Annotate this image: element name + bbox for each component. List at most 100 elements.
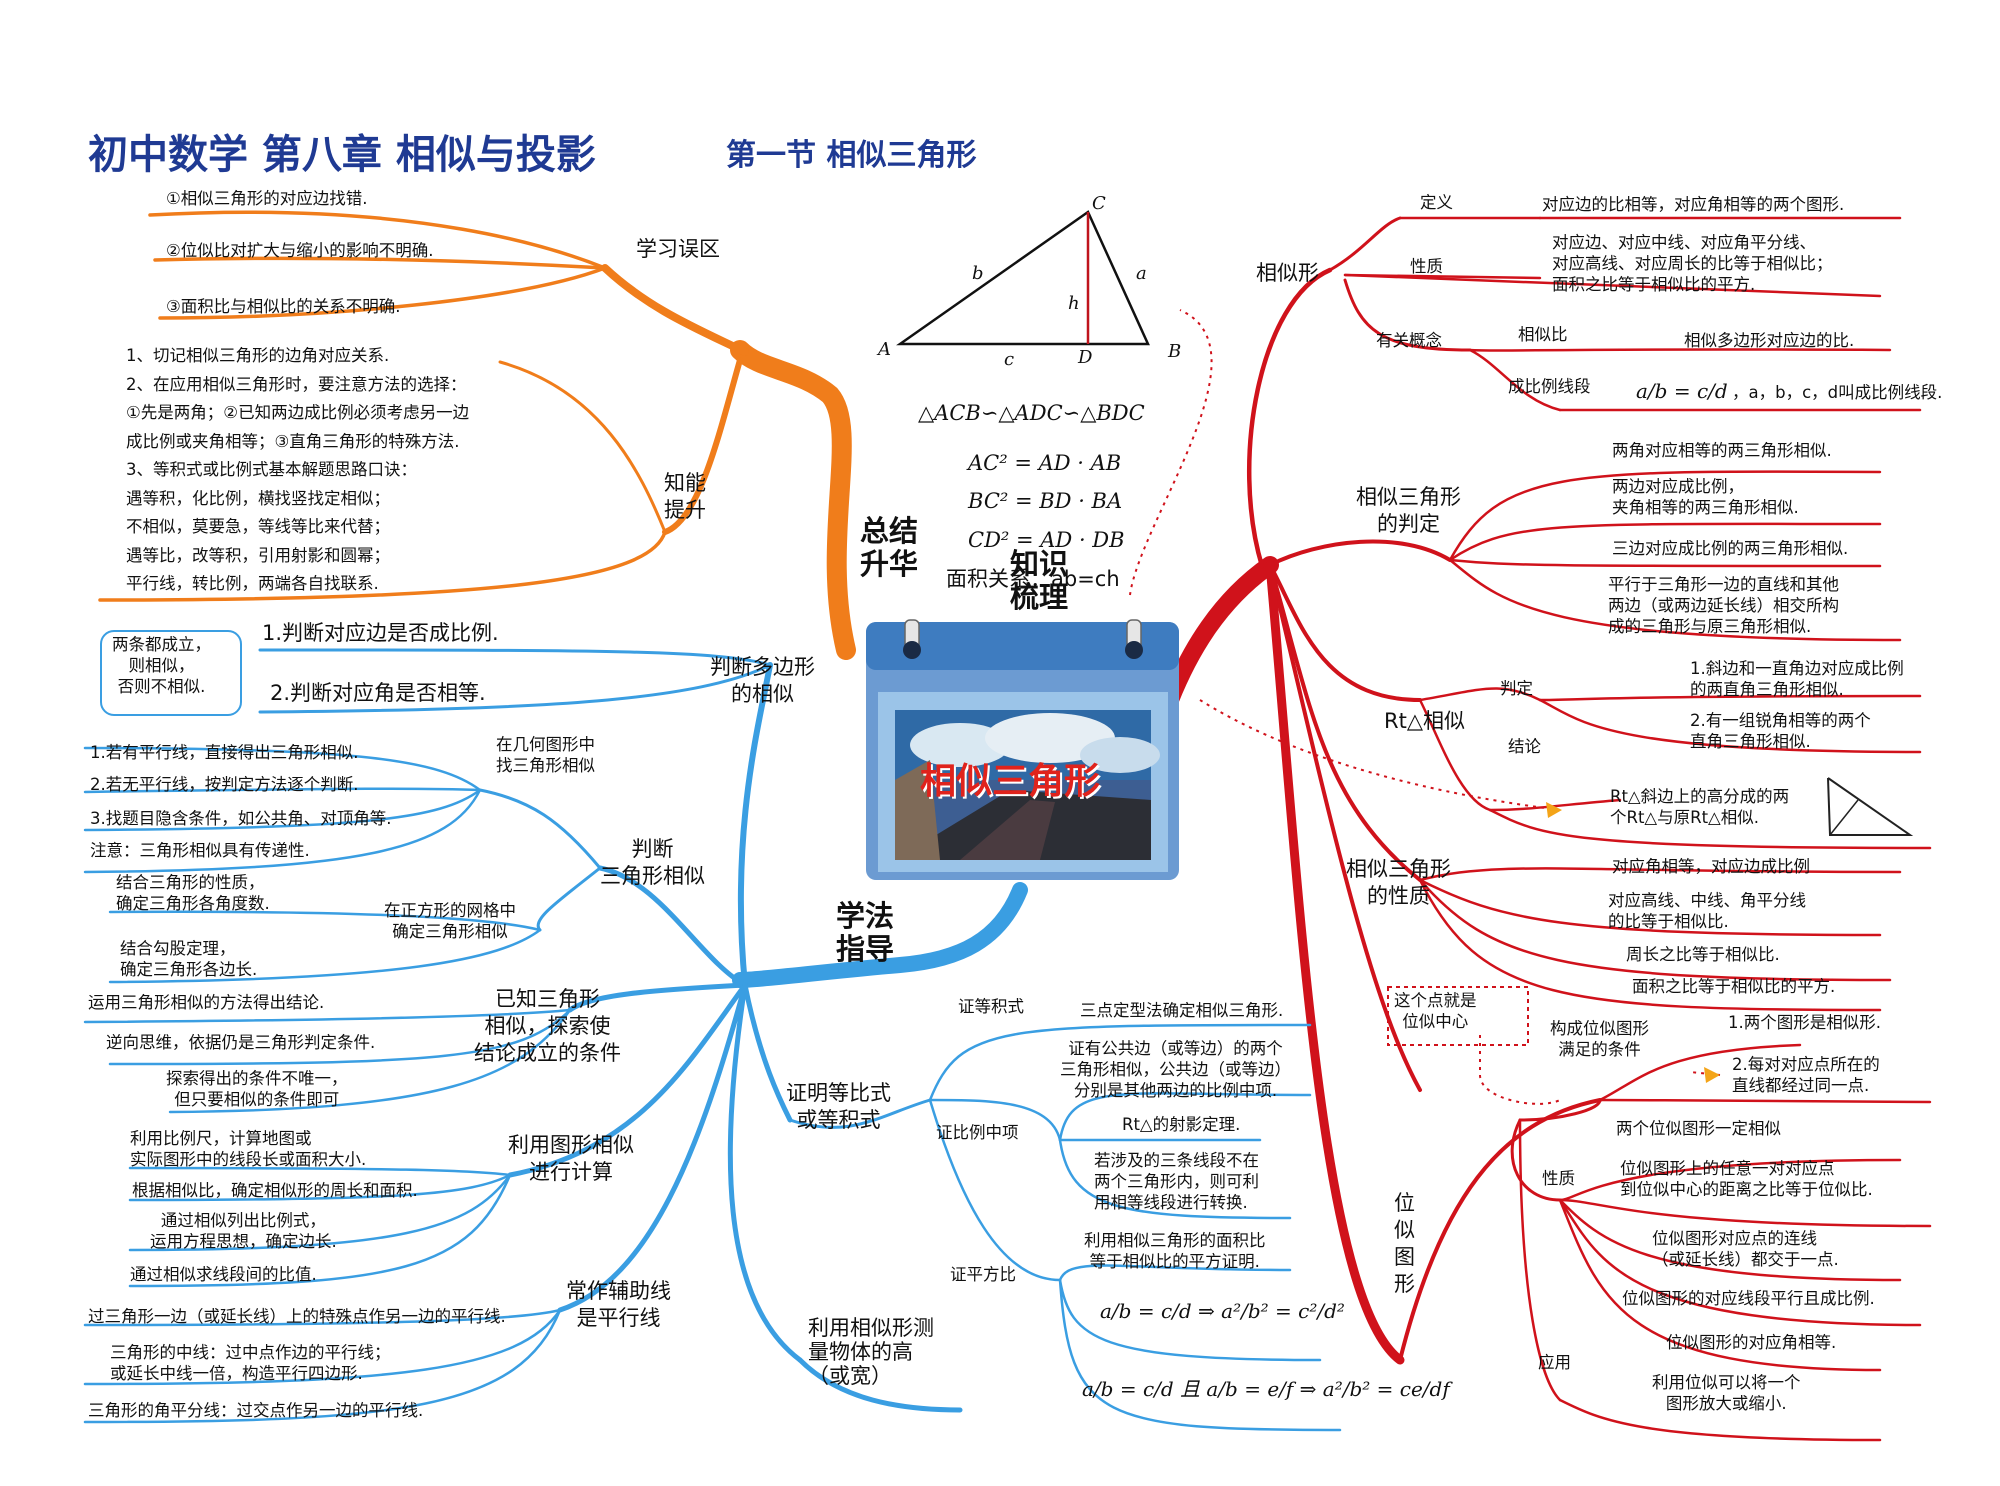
- weisi-label: 位 似 图 形: [1394, 1191, 1415, 1296]
- yizhi-label: 已知三角形 相似，探索使 结论成立的条件: [474, 987, 621, 1065]
- wangge-label: 在正方形的网格中 确定三角形相似: [384, 901, 516, 941]
- jisuan-item-3: 通过相似列出比例式， 运用方程思想，确定边长.: [150, 1211, 337, 1251]
- xingzhi2-item-3: 周长之比等于相似比.: [1626, 945, 1780, 964]
- panduan-label: 判断 三角形相似: [600, 837, 705, 888]
- zhineng-text: 1、切记相似三角形的边角对应关系. 2、在应用相似三角形时，要注意方法的选择： …: [126, 346, 470, 593]
- xingzhi2-item-1: 对应角相等，对应边成比例: [1612, 857, 1810, 876]
- xingzhi-text-1: 对应边、对应中线、对应角平分线、 对应高线、对应周长的比等于相似比； 面积之比等…: [1552, 233, 1833, 294]
- weisi-x-2: 位似图形上的任意一对对应点 到位似中心的距离之比等于位似比.: [1620, 1159, 1873, 1199]
- fig-label-d-vertex: D: [1078, 347, 1093, 368]
- xingzhi2-item-2: 对应高线、中线、角平分线 的比等于相似比.: [1608, 891, 1806, 931]
- panding-item-2: 两边对应成比例， 夹角相等的两三角形相似.: [1612, 477, 1799, 517]
- dengji-text: 三点定型法确定相似三角形.: [1080, 1001, 1284, 1020]
- zhengming-label: 证明等比式 或等积式: [786, 1081, 891, 1132]
- weisi-note: 这个点就是 位似中心: [1394, 991, 1477, 1031]
- hub-xuefa: 学法 指导: [836, 899, 895, 966]
- jisuan-label: 利用图形相似 进行计算: [508, 1133, 634, 1184]
- fraction-pf-2: a/b = c/d 且 a/b = e/f ⇒ a²/b² = ce/df: [1082, 1377, 1450, 1401]
- panding-item-1: 两角对应相等的两三角形相似.: [1612, 441, 1832, 460]
- zhao-item-1: 1.若有平行线，直接得出三角形相似.: [90, 743, 359, 762]
- yingyong-label: 应用: [1538, 1353, 1571, 1372]
- fraction-a-b-c-d: a/b = c/d: [1636, 379, 1728, 403]
- xsb-label: 相似比: [1518, 325, 1568, 344]
- duobian-box-text: 两条都成立， 则相似， 否则不相似.: [112, 635, 211, 696]
- weisi-x-4: 位似图形的对应线段平行且成比例.: [1622, 1289, 1875, 1308]
- cblxd-text: ，a，b，c，d叫成比例线段.: [1732, 383, 1943, 402]
- bilizhong-item-1: 证有公共边（或等边）的两个 三角形相似，公共边（或等边） 分别是其他两边的比例中…: [1060, 1039, 1291, 1100]
- xuexi-item-3: ③面积比与相似比的关系不明确.: [166, 297, 401, 316]
- fuzhu-label: 常作辅助线 是平行线: [566, 1279, 671, 1330]
- jisuan-item-4: 通过相似求线段间的比值.: [130, 1265, 317, 1284]
- yizhi-item-3: 探索得出的条件不唯一， 但只要相似的条件即可: [166, 1069, 348, 1109]
- xuexi-item-2: ②位似比对扩大与缩小的影响不明确.: [166, 241, 434, 260]
- goucheng-1: 1.两个图形是相似形.: [1728, 1013, 1881, 1032]
- youguan-label: 有关概念: [1376, 331, 1442, 350]
- duobian-item-1: 1.判断对应边是否成比例.: [262, 621, 499, 645]
- hub-label: 相似三角形: [920, 761, 1101, 802]
- duobian-box: [100, 630, 242, 716]
- formula-cd: CD² = AD · DB: [968, 528, 1125, 552]
- zhao-item-2: 2.若无平行线，按判定方法逐个判断.: [90, 775, 359, 794]
- weisi-x-3: 位似图形对应点的连线 （或延长线）都交于一点.: [1652, 1229, 1839, 1269]
- dingyi-label: 定义: [1420, 193, 1453, 212]
- rt-panding: 判定: [1500, 679, 1533, 698]
- bilizhong-item-3: 若涉及的三条线段不在 两个三角形内，则可利 用相等线段进行转换.: [1094, 1151, 1259, 1212]
- wangge-item-1: 结合三角形的性质， 确定三角形各角度数.: [116, 873, 270, 913]
- rt-label: Rt△相似: [1384, 709, 1465, 733]
- zhao-item-3: 3.找题目隐含条件，如公共角、对顶角等.: [90, 809, 392, 828]
- panding-label: 相似三角形 的判定: [1356, 485, 1461, 536]
- fig-label-c-vertex: C: [1092, 193, 1106, 214]
- fraction-pf-1: a/b = c/d ⇒ a²/b² = c²/d²: [1100, 1299, 1345, 1323]
- dingyi-text: 对应边的比相等，对应角相等的两个图形.: [1542, 195, 1845, 214]
- zhineng-label: 知能 提升: [664, 471, 706, 522]
- xingzhi-label-1: 性质: [1410, 257, 1443, 276]
- fig-label-a-side: a: [1136, 263, 1147, 284]
- pingfang-text: 利用相似三角形的面积比 等于相似比的平方证明.: [1084, 1231, 1266, 1271]
- fig-label-b-side: b: [972, 263, 984, 284]
- section-title: 第一节 相似三角形: [726, 138, 977, 173]
- weisi-x-5: 位似图形的对应角相等.: [1666, 1333, 1837, 1352]
- celiang-label: 利用相似形测 量物体的高 （或宽）: [808, 1316, 934, 1388]
- rt-panding-1: 1.斜边和一直角边对应成比例 的两直角三角形相似.: [1690, 659, 1904, 699]
- pingfang-label: 证平方比: [950, 1265, 1016, 1284]
- fuzhu-item-1: 过三角形一边（或延长线）上的特殊点作另一边的平行线.: [88, 1307, 506, 1326]
- xsb-text: 相似多边形对应边的比.: [1684, 331, 1855, 350]
- jisuan-item-1: 利用比例尺，计算地图或 实际图形中的线段长或面积大小.: [130, 1129, 367, 1169]
- bilizhong-label: 证比例中项: [936, 1123, 1019, 1142]
- xingzhi2-label: 相似三角形 的性质: [1346, 857, 1451, 908]
- wangge-item-2: 结合勾股定理， 确定三角形各边长.: [120, 939, 258, 979]
- duobian-label: 判断多边形 的相似: [710, 655, 815, 706]
- hub-zongjie: 总结 升华: [860, 514, 919, 581]
- xingzhi2-item-4: 面积之比等于相似比的平方.: [1632, 977, 1836, 996]
- rt-jielun: 结论: [1508, 737, 1541, 756]
- hub-zhishi: 知识 梳理: [1010, 547, 1069, 614]
- formula-area: 面积关系：ab=ch: [946, 567, 1120, 591]
- xiangsixing-label: 相似形: [1256, 261, 1319, 285]
- yizhi-item-2: 逆向思维，依据仍是三角形判定条件.: [106, 1033, 376, 1052]
- cblxd-label: 成比例线段: [1508, 377, 1591, 396]
- formula-similar: △ACB∽△ADC∽△BDC: [918, 401, 1145, 425]
- bilizhong-item-2: Rt△的射影定理.: [1122, 1115, 1241, 1134]
- duobian-item-2: 2.判断对应角是否相等.: [270, 681, 486, 705]
- rt-jielun-1: Rt△斜边上的高分成的两 个Rt△与原Rt△相似.: [1610, 787, 1790, 827]
- yizhi-item-1: 运用三角形相似的方法得出结论.: [88, 993, 325, 1012]
- fig-label-h: h: [1068, 293, 1080, 314]
- goucheng-label: 构成位似图形 满足的条件: [1550, 1019, 1649, 1059]
- fuzhu-item-2: 三角形的中线：过中点作边的平行线； 或延长中线一倍，构造平行四边形.: [110, 1343, 391, 1383]
- xuexi-label: 学习误区: [636, 237, 720, 261]
- zhao-item-4: 注意：三角形相似具有传递性.: [90, 841, 310, 860]
- fig-label-a-vertex: A: [878, 339, 891, 360]
- panding-item-4: 平行于三角形一边的直线和其他 两边（或两边延长线）相交所构 成的三角形与原三角形…: [1608, 575, 1839, 636]
- yingyong-text: 利用位似可以将一个 图形放大或缩小.: [1652, 1373, 1801, 1413]
- zhao-label: 在几何图形中 找三角形相似: [496, 735, 595, 775]
- formula-ac: AC² = AD · AB: [968, 451, 1122, 475]
- formula-bc: BC² = BD · BA: [968, 489, 1123, 513]
- page-title: 初中数学 第八章 相似与投影: [88, 132, 596, 178]
- goucheng-2: 2.每对对应点所在的 直线都经过同一点.: [1732, 1055, 1880, 1095]
- weisi-x-1: 两个位似图形一定相似: [1616, 1119, 1781, 1138]
- rt-panding-2: 2.有一组锐角相等的两个 直角三角形相似.: [1690, 711, 1871, 751]
- fig-label-b-vertex: B: [1168, 341, 1182, 362]
- xuexi-item-1: ①相似三角形的对应边找错.: [166, 189, 368, 208]
